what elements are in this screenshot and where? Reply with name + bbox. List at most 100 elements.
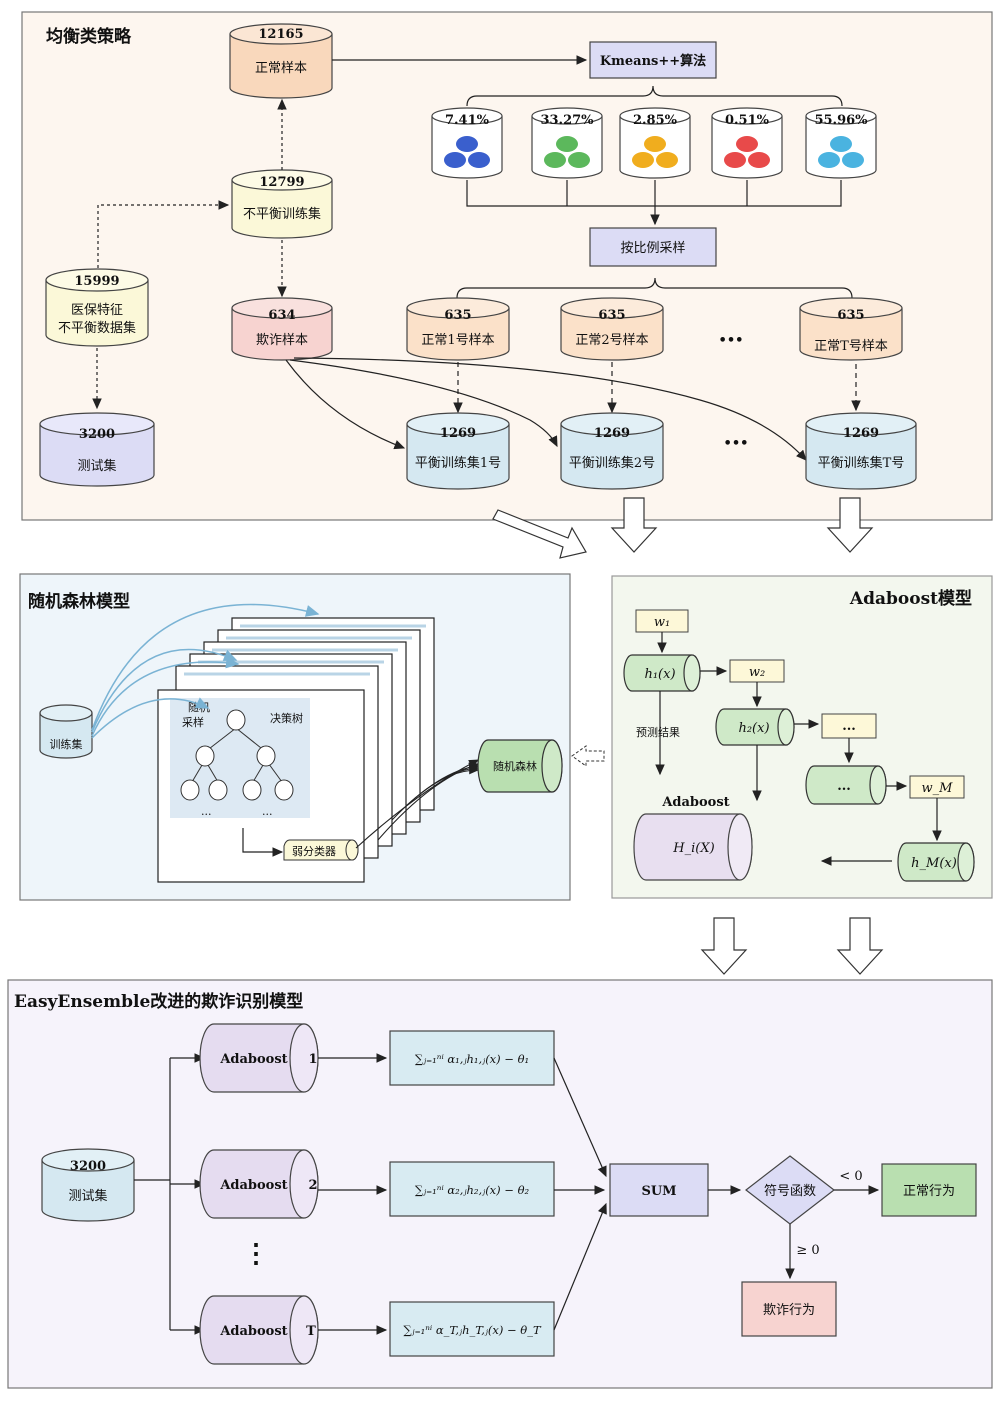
sum-label: SUM [641, 1184, 676, 1199]
model-2-name: Adaboost [219, 1178, 287, 1193]
hollow-arrow-left [571, 745, 605, 767]
imbalanced-train-cylinder: 12799 不平衡训练集 [231, 169, 333, 239]
balanced-set-2-label: 平衡训练集2号 [569, 455, 655, 471]
ellipsis-bottom: ••• [724, 436, 749, 451]
balanced-set-t-count: 1269 [843, 426, 879, 441]
balance-title: 均衡类策略 [46, 26, 132, 47]
w1-label: w₁ [654, 615, 670, 630]
normal-subset-1-label: 正常1号样本 [421, 333, 494, 348]
ensemble-title: EasyEnsemble改进的欺诈识别模型 [14, 991, 303, 1012]
balanced-set-2: 1269 平衡训练集2号 [560, 412, 664, 490]
kmeans-box [589, 41, 717, 79]
forest-label: 随机森林 [493, 759, 537, 773]
formula-t: ∑ⱼ₌₁ⁿⁱ α_T,ⱼh_T,ⱼ(x) − θ_T [403, 1323, 542, 1337]
cluster-1-pct: 7.41% [445, 113, 490, 128]
formula-2: ∑ⱼ₌₁ⁿⁱ α₂,ⱼh₂,ⱼ(x) − θ₂ [415, 1183, 530, 1197]
ge-label: ≥ 0 [796, 1243, 819, 1258]
ensemble-model-t: Adaboost T [199, 1295, 319, 1365]
balanced-set-1-count: 1269 [440, 426, 476, 441]
sum-box [609, 1163, 709, 1217]
full-dataset-cylinder: 15999 医保特征 不平衡数据集 [45, 268, 149, 347]
normal-subset-t-count: 635 [837, 308, 864, 323]
normal-subset-t-label: 正常T号样本 [814, 339, 888, 354]
cluster-5: 55.96% [805, 107, 877, 179]
ensemble-test-count: 3200 [70, 1159, 106, 1174]
normal-samples-label: 正常样本 [255, 61, 307, 76]
test-set-count: 3200 [79, 427, 115, 442]
ada-name: Adaboost [661, 795, 729, 810]
weak-label: 弱分类器 [292, 844, 336, 858]
hm-label: h_M(x) [911, 856, 957, 871]
hollow-arrow-down-3 [700, 917, 748, 975]
ensemble-test-cylinder: 3200 测试集 [41, 1148, 135, 1222]
ada-title: Adaboost模型 [849, 588, 972, 609]
forest-cylinder: 随机森林 [477, 739, 563, 793]
imbalanced-train-label: 不平衡训练集 [243, 206, 321, 222]
hollow-arrow-down-2 [826, 497, 874, 553]
tree-dots-left: ... [201, 805, 212, 818]
h3-label: ... [837, 779, 851, 794]
cluster-1: 7.41% [431, 107, 503, 179]
cluster-group: 7.41% 33.27% 2.85% 0.51% [431, 107, 877, 179]
dataset-count: 15999 [74, 274, 119, 289]
normal-samples-count: 12165 [258, 27, 303, 42]
normal-subset-2: 635 正常2号样本 [560, 297, 664, 361]
cluster-2-pct: 33.27% [540, 113, 594, 128]
normal-samples-cylinder: 12165 正常样本 [229, 23, 333, 99]
normal-subset-2-count: 635 [598, 308, 625, 323]
rf-random-l2: 采样 [182, 715, 204, 729]
rf-train-label: 训练集 [50, 737, 83, 751]
H-cylinder: H_i(X) [633, 813, 753, 881]
proportional-label: 按比例采样 [620, 241, 685, 256]
balanced-set-2-count: 1269 [594, 426, 630, 441]
formula-box-1 [389, 1030, 555, 1086]
H-label: H_i(X) [672, 841, 714, 856]
w2-label: w₂ [749, 665, 765, 680]
ensemble-model-1: Adaboost 1 [199, 1023, 319, 1093]
model-t-idx: T [306, 1324, 316, 1339]
ellipsis-top: ••• [719, 333, 744, 348]
h1-cylinder: h₁(x) [623, 654, 701, 692]
normal-subset-t: 635 正常T号样本 [799, 297, 903, 361]
hollow-arrow-diag [492, 509, 587, 559]
fraud-behavior-box [741, 1281, 837, 1337]
normal-subset-1-count: 635 [444, 308, 471, 323]
hm-cylinder: h_M(x) [897, 842, 975, 882]
model-2-idx: 2 [308, 1178, 317, 1193]
decision-tree [180, 709, 294, 801]
balanced-set-t: 1269 平衡训练集T号 [805, 412, 917, 490]
hollow-arrow-down-4 [836, 917, 884, 975]
dataset-line1: 医保特征 [71, 303, 123, 318]
test-set-cylinder: 3200 测试集 [39, 412, 155, 487]
cluster-2: 33.27% [531, 107, 603, 179]
wm-label: w_M [922, 781, 954, 796]
dataset-line2: 不平衡数据集 [58, 320, 136, 336]
formula-1: ∑ⱼ₌₁ⁿⁱ α₁,ⱼh₁,ⱼ(x) − θ₁ [415, 1052, 529, 1066]
h2-cylinder: h₂(x) [715, 708, 795, 746]
test-set-label: 测试集 [77, 458, 116, 474]
cluster-4: 0.51% [711, 107, 783, 179]
rf-train-cylinder: 训练集 [39, 704, 93, 759]
imbalanced-train-count: 12799 [259, 175, 304, 190]
model-1-name: Adaboost [219, 1052, 287, 1067]
weak-classifier: 弱分类器 [283, 839, 359, 861]
pred-label: 预测结果 [636, 726, 680, 739]
cluster-3: 2.85% [619, 107, 691, 179]
h1-label: h₁(x) [644, 667, 675, 682]
cluster-3-pct: 2.85% [633, 113, 678, 128]
w3-label: ... [842, 719, 856, 734]
fraud-samples-count: 634 [268, 308, 295, 323]
formula-box-t [389, 1301, 555, 1357]
normal-subset-1: 635 正常1号样本 [406, 297, 510, 361]
fraud-samples-cylinder: 634 欺诈样本 [231, 297, 333, 361]
normal-subset-2-label: 正常2号样本 [575, 333, 648, 348]
rf-title: 随机森林模型 [28, 591, 130, 612]
sign-label: 符号函数 [764, 1183, 816, 1199]
balanced-set-1-label: 平衡训练集1号 [415, 455, 501, 471]
model-t-name: Adaboost [219, 1324, 287, 1339]
cluster-5-pct: 55.96% [814, 113, 868, 128]
rf-tree-label: 决策树 [270, 711, 303, 725]
tree-dots-right: ... [262, 805, 273, 818]
proportional-box [589, 227, 717, 267]
